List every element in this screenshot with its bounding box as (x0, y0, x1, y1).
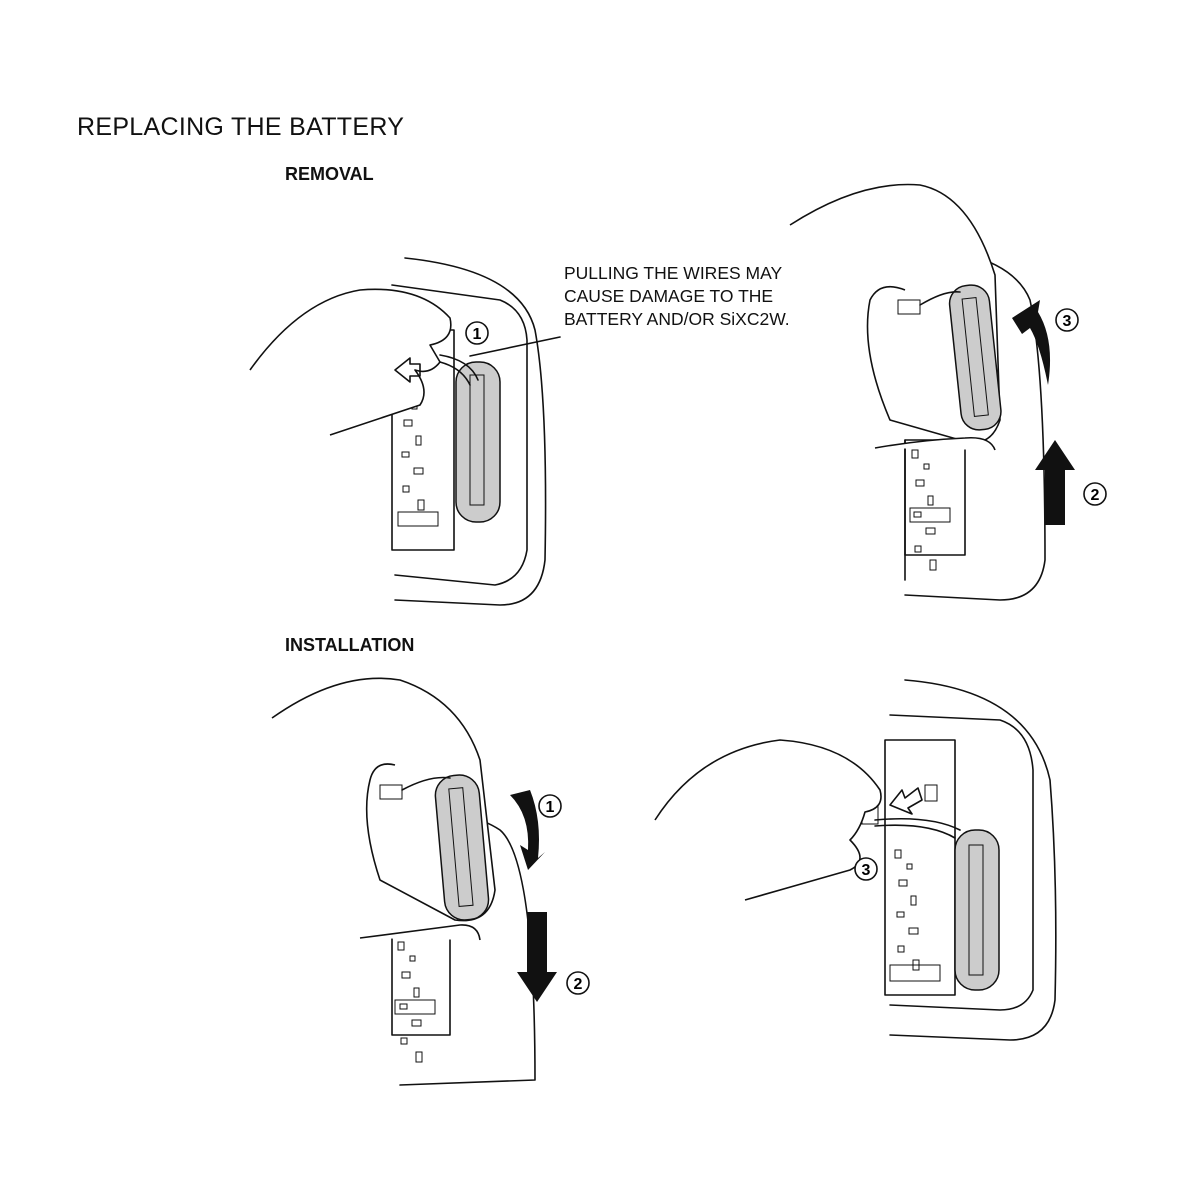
removal-step1-illustration: 1 (249, 257, 561, 606)
install-step3-illustration: 3 (654, 679, 1057, 1041)
removal-step-1-label: 1 (473, 326, 482, 343)
install-step-1-label: 1 (546, 799, 555, 816)
removal-step-2-label: 2 (1091, 487, 1100, 504)
removal-heading: REMOVAL (285, 164, 374, 184)
installation-heading: INSTALLATION (285, 635, 415, 655)
install-step-2-label: 2 (574, 976, 583, 993)
warning-note: PULLING THE WIRES MAY CAUSE DAMAGE TO TH… (564, 263, 790, 329)
removal-step23-illustration: 3 2 (789, 183, 1107, 601)
install-step-3-label: 3 (862, 862, 871, 879)
removal-step-3-label: 3 (1063, 313, 1072, 330)
install-step12-illustration: 1 2 (271, 677, 590, 1086)
page-title: REPLACING THE BATTERY (77, 113, 405, 141)
